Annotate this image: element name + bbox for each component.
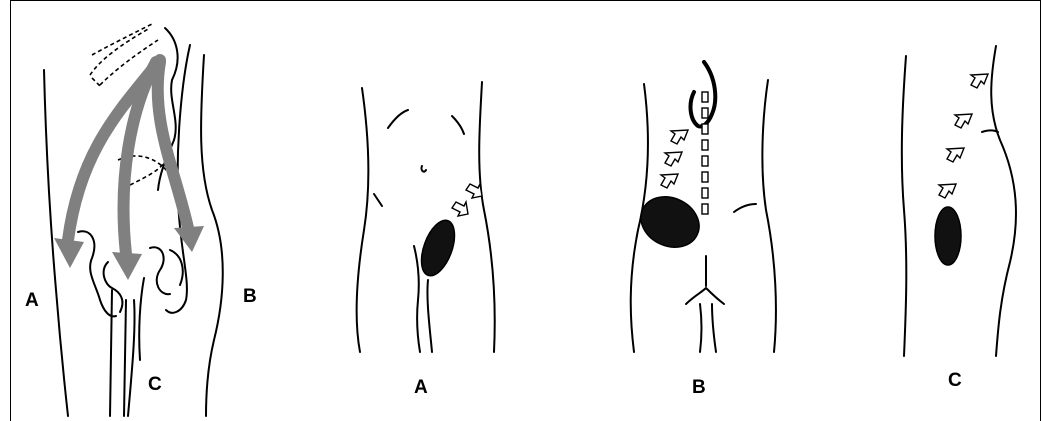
panel-b-arrow-3: [661, 174, 678, 188]
panel-a-rib-right: [452, 116, 464, 134]
panel-c-arrow-4: [939, 184, 956, 198]
panel-a-outline-right: [479, 82, 494, 352]
arrowhead-b: [174, 226, 204, 252]
pathway-label-b: B: [243, 286, 257, 307]
panel-b-flank: [734, 204, 756, 212]
arrowhead-a: [54, 238, 84, 268]
femur-shaft-left: [110, 290, 126, 416]
panel-c-hip-line: [982, 131, 998, 133]
panel-a-caption: A: [414, 377, 428, 398]
panel-b-caption: B: [692, 377, 706, 398]
panel-b-outline-right: [762, 80, 776, 352]
torso-outline-right: [201, 55, 223, 416]
femur-shaft-right: [128, 278, 144, 416]
panel-b-spine-segments: [702, 92, 708, 214]
panel-a-anterior: A: [357, 82, 495, 398]
panel-b-arrow-2: [665, 152, 682, 166]
panel-b-cleft: [686, 256, 724, 352]
panel-a-arrow-1: [466, 184, 482, 198]
arrowhead-c: [112, 252, 142, 280]
pathway-label-c: C: [148, 374, 162, 395]
pathway-label-a: A: [25, 290, 39, 311]
vertebrae-dashed-2: [92, 24, 152, 55]
panel-c-outline-right: [991, 46, 1016, 356]
panel-c-arrow-2: [955, 114, 972, 128]
panel-a-rib-left: [388, 110, 408, 128]
panel-a-arrow-2: [452, 202, 468, 216]
ischium: [150, 247, 170, 294]
femoral-head: [104, 262, 123, 312]
panel-b-posterior: B: [631, 62, 776, 398]
panel-c-arrow-1: [971, 74, 988, 88]
panel-a-abscess: [415, 216, 461, 280]
panel-c-arrow-3: [947, 148, 964, 162]
panel-c-outline-left: [902, 56, 906, 356]
panel-c-abscess: [935, 207, 961, 265]
panel-c-caption: C: [948, 370, 962, 391]
hip-bone-left: [78, 231, 116, 316]
panel-a-outline-left: [357, 88, 369, 352]
anatomy-panel: A B C: [25, 24, 257, 416]
panel-a-hip-crease: [374, 194, 382, 206]
sacrum-curve: [170, 250, 183, 285]
panel-a-navel: [421, 166, 426, 172]
panel-c-lateral: C: [902, 46, 1016, 391]
panel-b-arrow-1: [671, 130, 688, 144]
